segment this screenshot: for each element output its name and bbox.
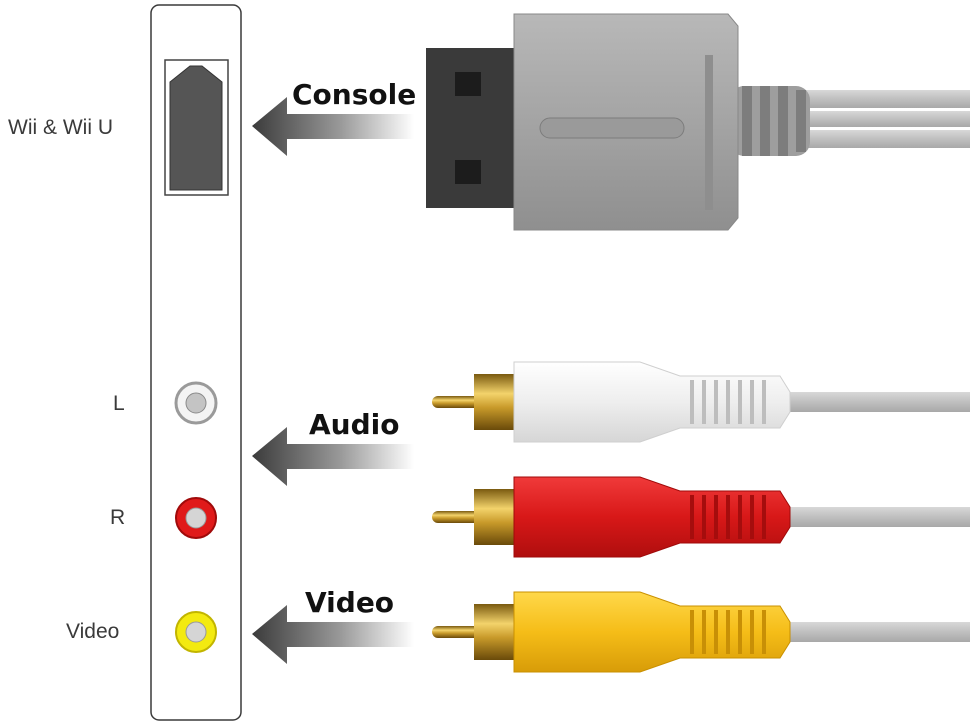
red-audio-plug xyxy=(432,476,970,558)
video-arrow-label: Video xyxy=(305,586,395,619)
left-audio-port-label: L xyxy=(113,392,125,415)
console-plug xyxy=(426,13,739,231)
console-arrow xyxy=(252,97,414,156)
audio-right-port xyxy=(175,497,217,539)
audio-arrow xyxy=(252,427,414,486)
video-port-label: Video xyxy=(66,620,120,643)
video-port xyxy=(175,611,217,653)
audio-arrow-label: Audio xyxy=(309,408,400,441)
console-arrow-label: Console xyxy=(292,78,417,111)
right-audio-port-label: R xyxy=(110,506,126,529)
console-port xyxy=(164,59,229,196)
video-arrow xyxy=(252,605,414,664)
audio-left-port xyxy=(174,381,218,425)
white-audio-plug xyxy=(432,361,970,443)
console-plug-strain-relief xyxy=(730,86,810,156)
console-cable xyxy=(800,90,970,148)
yellow-video-plug xyxy=(432,591,970,673)
console-port-label: Wii & Wii U xyxy=(8,116,113,139)
